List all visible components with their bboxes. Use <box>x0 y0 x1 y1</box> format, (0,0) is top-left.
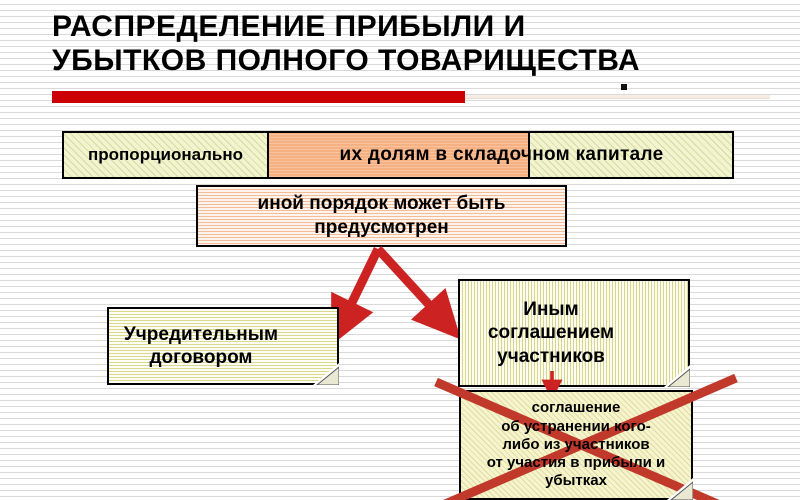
card-exclusion-agreement-line-2: об устранении кого- <box>501 417 651 435</box>
row1-left-label: пропорционально <box>88 145 243 164</box>
card-participants-agreement-label: Иным соглашением участников <box>488 298 660 368</box>
box-alternate-order-line-2: предусмотрен <box>314 217 449 238</box>
card-exclusion-agreement-label: соглашение об устранении кого- либо из у… <box>481 399 672 490</box>
arrow-branch-right <box>374 245 462 340</box>
page-title-line-1: РАСПРЕДЕЛЕНИЕ ПРИБЫЛИ И <box>52 10 526 43</box>
arrow-branch-left <box>330 247 383 346</box>
card-exclusion-agreement-line-5: убытках <box>545 472 607 490</box>
card-participants-agreement: Иным соглашением участников <box>458 279 690 387</box>
row1-segment-divider <box>528 131 530 179</box>
page-fold-corner <box>664 365 690 387</box>
title-underline-thin <box>465 95 770 99</box>
card-participants-agreement-line-3: участников <box>497 345 605 367</box>
card-exclusion-agreement-line-1: соглашение <box>531 399 621 417</box>
title-tick-mark <box>621 84 627 90</box>
page-fold-corner <box>313 363 339 385</box>
row1-middle-segment <box>269 131 529 179</box>
row1-banner: пропорционально их долям в складочном ка… <box>62 131 734 179</box>
box-alternate-order-label: иной порядок может быть предусмотрен <box>258 192 506 240</box>
card-participants-agreement-line-2: соглашением <box>487 322 615 344</box>
card-exclusion-agreement-line-3: либо из участников <box>502 435 650 453</box>
box-alternate-order: иной порядок может быть предусмотрен <box>196 185 567 247</box>
page-title-line-2: УБЫТКОВ ПОЛНОГО ТОВАРИЩЕСТВА <box>52 43 641 77</box>
box-alternate-order-line-1: иной порядок может быть <box>257 193 506 215</box>
title-underline-red <box>52 91 465 103</box>
card-founding-agreement-line-1: Учредительным <box>123 323 279 345</box>
row1-right-label: их долям в складочном капитале <box>339 144 664 165</box>
page-fold-corner <box>667 478 693 500</box>
page-title: РАСПРЕДЕЛЕНИЕ ПРИБЫЛИ И УБЫТКОВ ПОЛНОГО … <box>52 10 762 77</box>
row1-left-segment: пропорционально <box>62 131 269 179</box>
card-participants-agreement-line-1: Иным <box>523 299 579 321</box>
card-founding-agreement-line-2: договором <box>149 347 253 368</box>
row1-right-segment <box>529 131 734 179</box>
card-exclusion-agreement: соглашение об устранении кого- либо из у… <box>459 390 693 500</box>
card-founding-agreement: Учредительным договором <box>107 307 339 385</box>
card-founding-agreement-label: Учредительным договором <box>124 323 322 369</box>
card-exclusion-agreement-line-4: от участия в прибыли и <box>486 454 666 472</box>
